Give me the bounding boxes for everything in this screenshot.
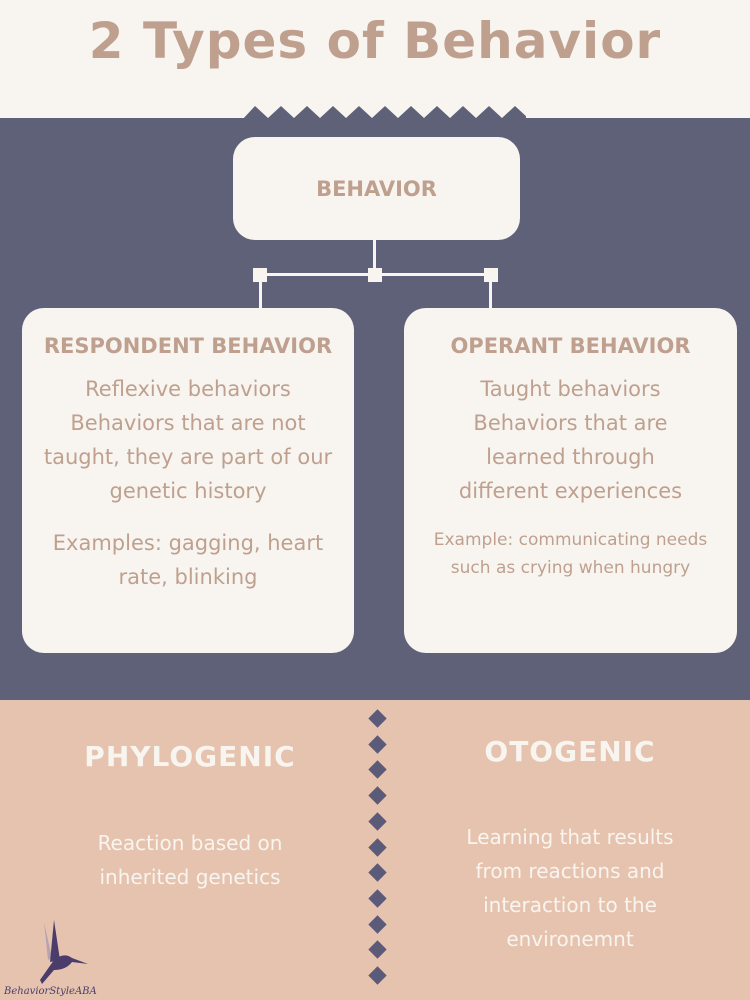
connector-line xyxy=(489,275,492,310)
otogenic-title: OTOGENIC xyxy=(484,735,656,768)
hummingbird-icon: BehaviorStyleABA xyxy=(3,920,97,997)
logo-text: BehaviorStyleABA xyxy=(3,986,97,997)
behavior-label: BEHAVIOR xyxy=(316,176,437,201)
respondent-card: RESPONDENT BEHAVIOR Reflexive behaviors … xyxy=(22,308,354,653)
respondent-title: RESPONDENT BEHAVIOR xyxy=(43,334,333,358)
operant-desc-1: Taught behaviors xyxy=(480,377,661,401)
connector-node xyxy=(484,268,498,282)
respondent-examples: Examples: gagging, heart rate, blinking xyxy=(52,531,324,589)
behavior-box: BEHAVIOR xyxy=(233,137,520,240)
phylogenic-title: PHYLOGENIC xyxy=(84,740,296,773)
operant-card: OPERANT BEHAVIOR Taught behaviors Behavi… xyxy=(404,308,737,653)
connector-node xyxy=(253,268,267,282)
page-title: 2 Types of Behavior xyxy=(88,12,662,70)
operant-title: OPERANT BEHAVIOR xyxy=(450,334,691,358)
operant-examples: Example: communicating needs such as cry… xyxy=(433,530,708,578)
phylogenic-desc: Reaction based on inherited genetics xyxy=(97,831,283,889)
otogenic-desc: Learning that results from reactions and… xyxy=(466,825,674,951)
zigzag-border xyxy=(242,106,526,120)
respondent-desc-2: Behaviors that are not taught, they are … xyxy=(43,411,333,503)
connector-line xyxy=(373,240,376,276)
connector-line xyxy=(259,275,262,310)
respondent-desc-1: Reflexive behaviors xyxy=(85,377,291,401)
connector-node xyxy=(368,268,382,282)
operant-desc-2: Behaviors that are learned through diffe… xyxy=(458,411,683,503)
